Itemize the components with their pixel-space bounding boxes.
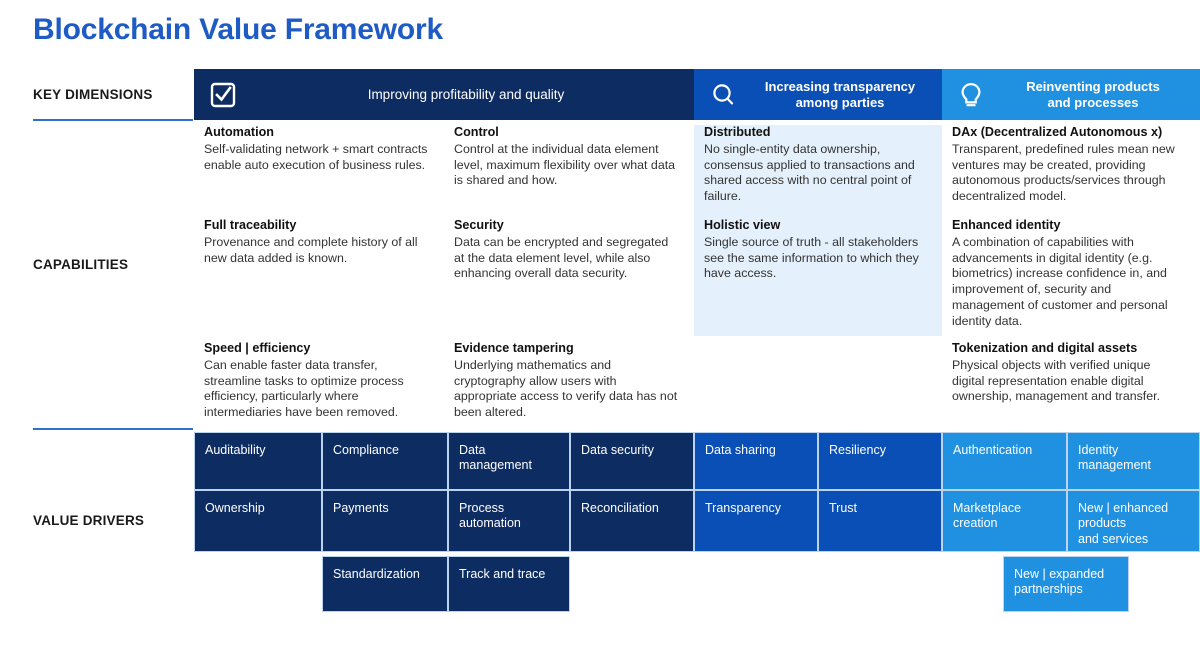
value-driver-cell[interactable]: Data sharing xyxy=(694,432,818,490)
capability-cell: Full traceability Provenance and complet… xyxy=(194,218,444,330)
row-label-value-drivers: VALUE DRIVERS xyxy=(33,513,145,528)
capability-title: Automation xyxy=(204,125,274,139)
capability-body: Self-validating network + smart contract… xyxy=(204,141,428,172)
value-driver-cell[interactable]: Data management xyxy=(448,432,570,490)
row-label-capabilities: CAPABILITIES xyxy=(33,257,129,272)
capability-body: Control at the individual data element l… xyxy=(454,141,676,188)
capability-cell: Distributed No single-entity data owners… xyxy=(694,125,942,205)
value-driver-cell[interactable]: Auditability xyxy=(194,432,322,490)
capability-body: Transparent, predefined rules mean new v… xyxy=(952,141,1175,204)
capability-title: Evidence tampering xyxy=(454,341,574,355)
capability-title: DAx (Decentralized Autonomous x) xyxy=(952,125,1163,139)
header-increasing-transparency[interactable]: Increasing transparency among parties xyxy=(694,69,942,120)
header-line-1: Increasing transparency xyxy=(764,79,916,95)
capability-cell: Tokenization and digital assets Physical… xyxy=(942,341,1200,421)
capabilities-row: Speed | efficiency Can enable faster dat… xyxy=(194,341,1200,421)
divider-above-value-drivers xyxy=(33,428,193,430)
capability-body: Underlying mathematics and cryptography … xyxy=(454,357,678,420)
capability-cell: Enhanced identity A combination of capab… xyxy=(942,218,1200,330)
value-driver-cell[interactable]: Standardization xyxy=(322,556,448,612)
header-line-1: Reinventing products xyxy=(1026,79,1160,95)
capability-cell: Speed | efficiency Can enable faster dat… xyxy=(194,341,444,421)
header-label-reinventing-products: Reinventing products and processes xyxy=(986,79,1200,110)
capabilities-row: Full traceability Provenance and complet… xyxy=(194,218,1200,330)
capability-title: Security xyxy=(454,218,504,232)
header-reinventing-products[interactable]: Reinventing products and processes xyxy=(942,69,1200,120)
capability-body: Can enable faster data transfer, streaml… xyxy=(204,357,404,420)
capability-title: Full traceability xyxy=(204,218,297,232)
capability-title: Control xyxy=(454,125,499,139)
value-driver-cell[interactable]: Ownership xyxy=(194,490,322,552)
capability-cell: DAx (Decentralized Autonomous x) Transpa… xyxy=(942,125,1200,205)
key-dimensions-header: Improving profitability and quality Incr… xyxy=(194,69,1200,120)
capability-body: Physical objects with verified unique di… xyxy=(952,357,1161,404)
magnifier-icon xyxy=(708,80,738,110)
value-driver-cell[interactable]: Trust xyxy=(818,490,942,552)
capability-body: No single-entity data ownership, consens… xyxy=(704,141,915,204)
capability-body: A combination of capabilities with advan… xyxy=(952,234,1168,329)
capability-cell: Control Control at the individual data e… xyxy=(444,125,694,205)
lightbulb-icon xyxy=(956,80,986,110)
capability-body: Data can be encrypted and segregated at … xyxy=(454,234,669,281)
capability-title: Distributed xyxy=(704,125,771,139)
value-driver-cell[interactable]: Data security xyxy=(570,432,694,490)
capability-title: Holistic view xyxy=(704,218,781,232)
capability-body: Provenance and complete history of all n… xyxy=(204,234,418,265)
capability-cell: Holistic view Single source of truth - a… xyxy=(694,218,942,330)
capability-title: Tokenization and digital assets xyxy=(952,341,1138,355)
capabilities-row: Automation Self-validating network + sma… xyxy=(194,125,1200,205)
divider-under-key-dimensions xyxy=(33,119,193,121)
value-driver-cell[interactable]: Track and trace xyxy=(448,556,570,612)
value-driver-cell[interactable]: Transparency xyxy=(694,490,818,552)
value-driver-cell[interactable]: Reconciliation xyxy=(570,490,694,552)
capability-title: Speed | efficiency xyxy=(204,341,311,355)
row-label-key-dimensions: KEY DIMENSIONS xyxy=(33,87,153,102)
header-line-2: and processes xyxy=(1047,94,1139,110)
value-driver-cell[interactable]: Payments xyxy=(322,490,448,552)
capability-cell: Evidence tampering Underlying mathematic… xyxy=(444,341,694,421)
header-label-improving-profitability: Improving profitability and quality xyxy=(367,86,565,102)
value-driver-cell[interactable]: Process automation xyxy=(448,490,570,552)
header-improving-profitability[interactable]: Improving profitability and quality xyxy=(194,69,694,120)
header-line-2: among parties xyxy=(795,94,885,110)
page-title: Blockchain Value Framework xyxy=(33,13,443,46)
capability-cell: Security Data can be encrypted and segre… xyxy=(444,218,694,330)
capability-title: Enhanced identity xyxy=(952,218,1061,232)
value-driver-cell[interactable]: Authentication xyxy=(942,432,1067,490)
checkbox-icon xyxy=(208,80,238,110)
value-driver-cell[interactable]: Compliance xyxy=(322,432,448,490)
value-driver-cell[interactable]: Resiliency xyxy=(818,432,942,490)
header-label-increasing-transparency: Increasing transparency among parties xyxy=(738,79,942,110)
capability-cell: Automation Self-validating network + sma… xyxy=(194,125,444,205)
capability-body: Single source of truth - all stakeholder… xyxy=(704,234,919,281)
transparency-column-highlight xyxy=(694,125,942,336)
